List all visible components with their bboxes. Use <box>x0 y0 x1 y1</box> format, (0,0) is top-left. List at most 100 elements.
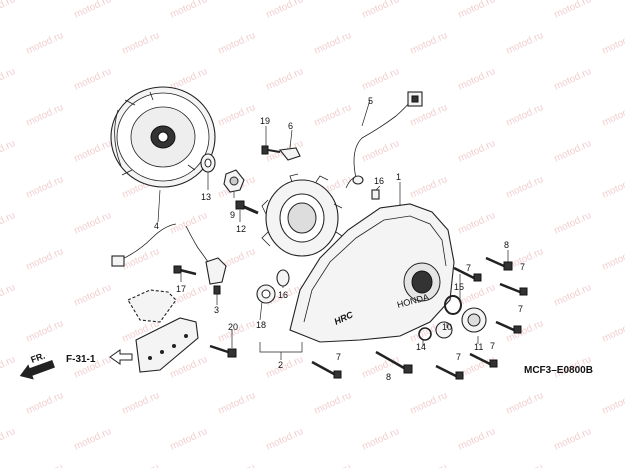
watermark-text: motod.ru <box>553 138 593 165</box>
watermark-text: motod.ru <box>601 102 625 129</box>
o-ring <box>444 295 462 315</box>
watermark-text: motod.ru <box>601 390 625 417</box>
watermark-text: motod.ru <box>25 174 65 201</box>
callout-3: 3 <box>214 305 219 315</box>
callout-16b: 16 <box>278 290 288 300</box>
watermark-text: motod.ru <box>409 30 449 57</box>
watermark-text: motod.ru <box>505 174 545 201</box>
watermark-text: motod.ru <box>505 462 545 468</box>
watermark-text: motod.ru <box>73 66 113 93</box>
stator <box>261 173 343 257</box>
watermark-text: motod.ru <box>313 390 353 417</box>
crankshaft-hole-cap <box>435 321 453 339</box>
callout-9: 9 <box>230 210 235 220</box>
mounting-bracket <box>127 289 199 373</box>
dowel-pin <box>371 189 380 200</box>
callout-7f: 7 <box>490 341 495 351</box>
watermark-text: motod.ru <box>0 138 17 165</box>
watermark-text: motod.ru <box>25 390 65 417</box>
watermark-text: motod.ru <box>73 210 113 237</box>
timing-hole-cap <box>461 307 487 333</box>
watermark-text: motod.ru <box>25 102 65 129</box>
watermark-text: motod.ru <box>121 246 161 273</box>
watermark-text: motod.ru <box>361 66 401 93</box>
callout-20: 20 <box>228 322 238 332</box>
watermark-text: motod.ru <box>121 30 161 57</box>
watermark-text: motod.ru <box>601 30 625 57</box>
callout-7c: 7 <box>518 304 523 314</box>
bolt-17 <box>173 265 197 276</box>
callout-5: 5 <box>368 96 373 106</box>
front-direction-arrow: FR. <box>19 351 55 380</box>
wire-clamp <box>261 145 301 161</box>
o-ring-small <box>418 327 432 341</box>
watermark-text: motod.ru <box>0 282 17 309</box>
callout-7a: 7 <box>520 262 525 272</box>
watermark-text: motod.ru <box>217 102 257 129</box>
watermark-text: motod.ru <box>361 354 401 381</box>
watermark-text: motod.ru <box>169 426 209 453</box>
callout-2: 2 <box>278 360 283 370</box>
watermark-text: motod.ru <box>217 30 257 57</box>
watermark-text: motod.ru <box>313 102 353 129</box>
watermark-text: motod.ru <box>361 426 401 453</box>
callout-8a: 8 <box>504 240 509 250</box>
watermark-text: motod.ru <box>0 66 17 93</box>
watermark-text: motod.ru <box>169 0 209 21</box>
reference-label: F-31-1 <box>66 354 96 365</box>
watermark-text: motod.ru <box>265 0 305 21</box>
watermark-text: motod.ru <box>553 66 593 93</box>
watermark-text: motod.ru <box>361 138 401 165</box>
watermark-text: motod.ru <box>457 66 497 93</box>
callout-19: 19 <box>260 116 270 126</box>
watermark-text: motod.ru <box>265 426 305 453</box>
callout-labels: 1 2 3 4 5 6 7 7 7 7 7 7 8 8 9 10 11 12 1… <box>154 96 525 382</box>
ignition-pulse-generator <box>111 223 227 295</box>
watermark-text: motod.ru <box>25 462 65 468</box>
watermark-text: motod.ru <box>265 354 305 381</box>
watermark-text: motod.ru <box>121 390 161 417</box>
watermark-text: motod.ru <box>553 210 593 237</box>
watermark-text: motod.ru <box>457 210 497 237</box>
watermark-text: motod.ru <box>505 30 545 57</box>
front-direction-label: FR. <box>29 351 46 365</box>
watermark-text: motod.ru <box>73 282 113 309</box>
watermark-text: motod.ru <box>601 174 625 201</box>
watermark-text: motod.ru <box>25 30 65 57</box>
watermark-text: motod.ru <box>73 0 113 21</box>
callout-4: 4 <box>154 221 159 231</box>
watermark-text: motod.ru <box>601 462 625 468</box>
diagram-code: MCF3–E0800B <box>524 365 593 376</box>
callout-6: 6 <box>288 121 293 131</box>
reference-arrow: F-31-1 <box>66 349 133 365</box>
watermark-text: motod.ru <box>25 246 65 273</box>
callout-12: 12 <box>236 224 246 234</box>
watermark-text: motod.ru <box>0 354 17 381</box>
callout-7b: 7 <box>466 263 471 273</box>
watermark-text: motod.ru <box>361 0 401 21</box>
oil-seal <box>256 284 276 304</box>
washer <box>200 153 216 173</box>
watermark-text: motod.ru <box>265 66 305 93</box>
watermark-text: motod.ru <box>457 426 497 453</box>
watermark-text: motod.ru <box>313 30 353 57</box>
collar <box>276 269 290 287</box>
watermark-text: motod.ru <box>553 0 593 21</box>
watermark-text: motod.ru <box>505 102 545 129</box>
stator-wire-harness <box>345 91 423 189</box>
watermark-text: motod.ru <box>169 210 209 237</box>
watermark-text: motod.ru <box>601 318 625 345</box>
watermark-text: motod.ru <box>217 462 257 468</box>
watermark-text: motod.ru <box>409 174 449 201</box>
callout-16a: 16 <box>374 176 384 186</box>
callout-10: 10 <box>442 322 452 332</box>
watermark-text: motod.ru <box>0 210 17 237</box>
callout-1: 1 <box>396 172 401 182</box>
watermark-text: motod.ru <box>217 390 257 417</box>
watermark-text: motod.ru <box>505 390 545 417</box>
watermark-text: motod.ru <box>409 390 449 417</box>
callout-14: 14 <box>416 342 426 352</box>
watermark-text: motod.ru <box>0 0 17 21</box>
